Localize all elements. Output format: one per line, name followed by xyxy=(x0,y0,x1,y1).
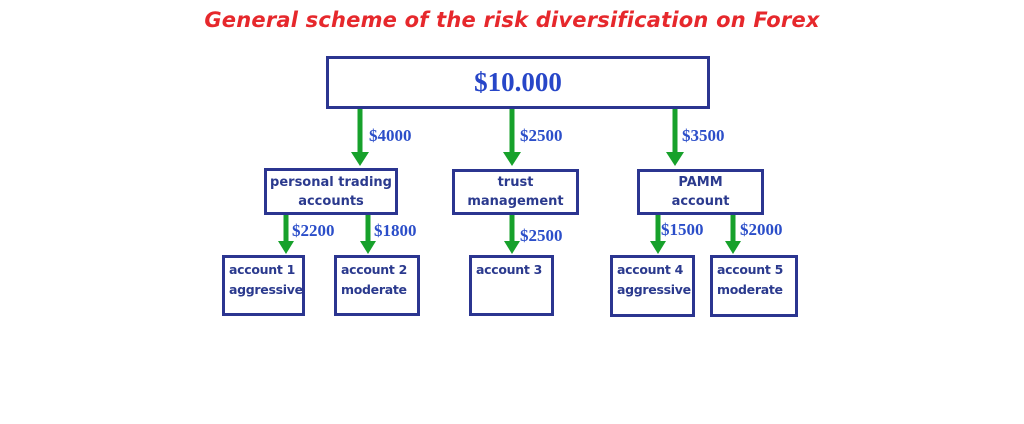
leaf-amount-account-2: $1800 xyxy=(374,221,417,240)
account-name: account 1 xyxy=(229,262,295,277)
account-box-1: account 1 aggressive xyxy=(222,255,305,316)
node-pamm-account: PAMM account xyxy=(637,169,764,215)
arrow-trust-to-account-3 xyxy=(504,215,520,254)
account-box-2: account 2 moderate xyxy=(334,255,420,316)
arrow-pamm-to-account-5 xyxy=(725,215,741,254)
node-label-line: account xyxy=(671,194,730,209)
branch-amount-trust-management: $2500 xyxy=(520,126,563,145)
account-name: account 2 xyxy=(341,262,407,277)
account-risk-style: aggressive xyxy=(229,282,303,297)
leaf-amount-account-4: $1500 xyxy=(661,220,704,239)
account-box-5: account 5 moderate xyxy=(710,255,798,317)
arrow-root-to-personal-trading xyxy=(351,109,369,166)
account-name: account 4 xyxy=(617,262,683,277)
account-risk-style: aggressive xyxy=(617,282,691,297)
node-label-line: personal trading xyxy=(270,174,392,190)
account-name: account 5 xyxy=(717,262,783,277)
root-node-amount: $10.000 xyxy=(474,67,562,97)
branch-amount-pamm-account: $3500 xyxy=(682,126,725,145)
leaf-amount-account-3: $2500 xyxy=(520,226,563,245)
node-label-line: accounts xyxy=(298,193,364,209)
diagram-title: General scheme of the risk diversificati… xyxy=(204,8,820,32)
account-risk-style: moderate xyxy=(341,282,407,297)
node-label-line: trust xyxy=(497,175,534,190)
node-trust-management: trust management xyxy=(452,169,579,215)
root-node-box: $10.000 xyxy=(326,56,710,109)
leaf-amount-account-5: $2000 xyxy=(740,220,783,239)
node-label-line: management xyxy=(467,194,564,209)
account-risk-style: moderate xyxy=(717,282,783,297)
arrow-root-to-trust-management xyxy=(503,109,521,166)
account-name: account 3 xyxy=(476,262,542,277)
node-personal-trading-accounts: personal trading accounts xyxy=(264,168,398,215)
leaf-amount-account-1: $2200 xyxy=(292,221,335,240)
node-label-line: PAMM xyxy=(678,175,723,190)
branch-amount-personal-trading: $4000 xyxy=(369,126,412,145)
account-box-3: account 3 xyxy=(469,255,554,316)
account-box-4: account 4 aggressive xyxy=(610,255,695,317)
